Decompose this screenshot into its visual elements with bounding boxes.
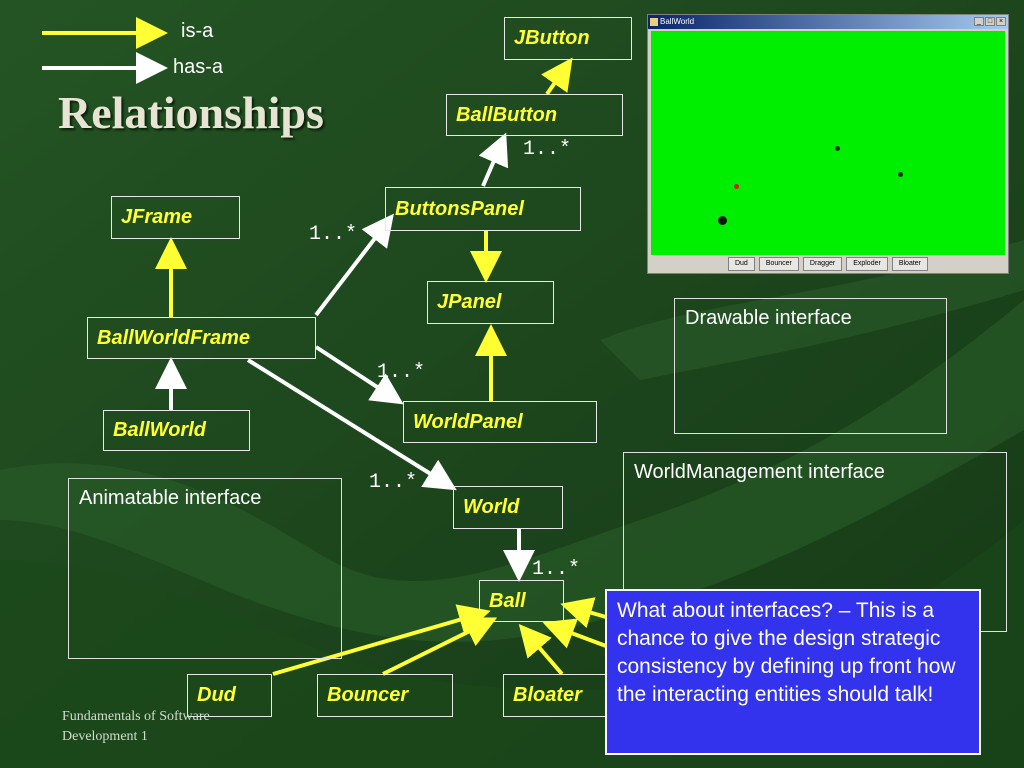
class-ballworldframe: BallWorldFrame (87, 317, 316, 359)
ballworldframe-has-a-worldpanel (314, 345, 404, 405)
close-button[interactable]: × (996, 17, 1006, 26)
bouncer-button[interactable]: Bouncer (758, 257, 799, 271)
class-dud: Dud (187, 674, 272, 717)
class-ballbutton: BallButton (446, 94, 623, 136)
class-jbutton: JButton (504, 17, 632, 60)
buttonspanel-has-a-ballbutton (478, 132, 509, 187)
footer-line-2: Development 1 (62, 729, 148, 744)
multiplicity-label: 1..* (532, 558, 581, 581)
window-title: BallWorld (660, 17, 695, 26)
multiplicity-label: 1..* (369, 471, 418, 494)
ballworld-window: BallWorld _ □ × Dud Bouncer Dragger Expl… (647, 14, 1009, 274)
bouncer-is-a-ball (382, 617, 498, 676)
class-jpanel: JPanel (427, 281, 554, 324)
dragger-button[interactable]: Dragger (802, 257, 843, 271)
animatable-interface-box: Animatable interface (68, 478, 342, 659)
class-jframe: JFrame (111, 196, 240, 239)
ballworldframe-has-a-world (246, 358, 457, 491)
slide-footer: Fundamentals of Software Development 1 (62, 707, 210, 747)
maximize-button[interactable]: □ (985, 17, 995, 26)
window-title-bar[interactable]: BallWorld _ □ × (648, 15, 1008, 29)
class-buttonspanel: ButtonsPanel (385, 187, 581, 231)
ball (898, 172, 903, 177)
ballbutton-is-a-jbutton (541, 57, 573, 96)
class-worldpanel: WorldPanel (403, 401, 597, 443)
ball (835, 146, 840, 151)
ball (734, 184, 739, 189)
dud-button[interactable]: Dud (727, 257, 755, 271)
ball (718, 216, 727, 225)
slide-title: Relationships (58, 87, 324, 138)
multiplicity-label: 1..* (523, 138, 572, 161)
drawable-interface-box: Drawable interface (674, 298, 947, 434)
app-icon (650, 18, 658, 26)
exploder-button[interactable]: Exploder (846, 257, 888, 271)
bloater-is-a-ball (518, 623, 564, 676)
ball-canvas[interactable] (651, 31, 1005, 255)
class-bouncer: Bouncer (317, 674, 453, 717)
dud-is-a-ball (272, 604, 491, 676)
drawable-interface-label: Drawable interface (685, 307, 852, 329)
footer-line-1: Fundamentals of Software (62, 709, 210, 724)
animatable-interface-label: Animatable interface (79, 487, 262, 509)
legend-has-a-label: has-a (173, 56, 224, 78)
window-button-bar: Dud Bouncer Dragger Exploder Bloater (651, 255, 1005, 273)
bloater-button[interactable]: Bloater (891, 257, 929, 271)
multiplicity-label: 1..* (377, 361, 426, 384)
legend-is-a-label: is-a (181, 20, 214, 42)
subclass-is-a-ball-1 (542, 618, 607, 649)
multiplicity-label: 1..* (309, 223, 358, 246)
minimize-button[interactable]: _ (974, 17, 984, 26)
class-world: World (453, 486, 563, 529)
subclass-is-a-ball-2 (560, 597, 607, 629)
interfaces-callout: What about interfaces? – This is a chanc… (605, 589, 981, 755)
ballworldframe-has-a-buttonspanel (314, 213, 394, 317)
class-ball: Ball (479, 580, 564, 622)
worldmanagement-interface-label: WorldManagement interface (634, 461, 885, 483)
class-ballworld: BallWorld (103, 410, 250, 451)
class-bloater: Bloater (503, 674, 606, 717)
